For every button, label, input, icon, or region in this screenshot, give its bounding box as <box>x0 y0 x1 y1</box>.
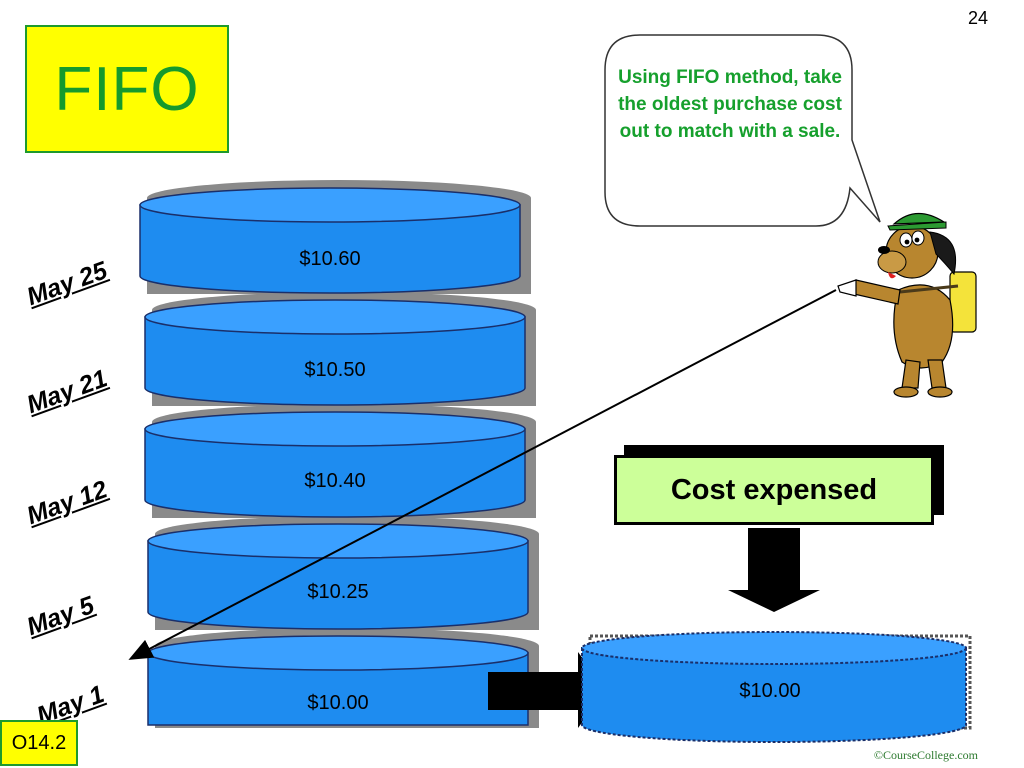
inventory-stack <box>139 180 539 728</box>
layer-may-12 <box>144 404 536 518</box>
right-arrow-icon <box>488 652 606 728</box>
slide-code-box: O14.2 <box>0 720 78 766</box>
slide-code: O14.2 <box>11 731 67 754</box>
pointer-line <box>128 289 837 660</box>
layer-may-25 <box>139 180 531 294</box>
cost-label-may-12: $10.40 <box>304 470 366 492</box>
cost-label-may-5: $10.25 <box>307 581 369 603</box>
speech-bubble-text: Using FIFO method, take the oldest purch… <box>618 67 842 142</box>
title-box: FIFO <box>25 25 229 153</box>
cost-expensed-label: Cost expensed <box>670 473 878 506</box>
copyright-text: ©CourseCollege.com <box>873 748 978 762</box>
expensed-cost-label: $10.00 <box>739 680 801 702</box>
cost-label-may-21: $10.50 <box>304 359 366 381</box>
speech-bubble <box>604 34 881 227</box>
layer-may-5 <box>147 516 539 630</box>
cost-label-may-25: $10.60 <box>299 248 361 270</box>
cost-expensed-box: Cost expensed <box>614 455 934 525</box>
expensed-layer <box>581 631 972 743</box>
cost-label-may-1: $10.00 <box>307 692 369 714</box>
slide-title: FIFO <box>54 54 200 124</box>
page-number: 24 <box>967 8 988 28</box>
layer-may-1 <box>147 628 539 728</box>
layer-may-21 <box>144 292 536 406</box>
dog-mascot-icon <box>837 212 977 398</box>
down-arrow-icon <box>728 528 820 612</box>
